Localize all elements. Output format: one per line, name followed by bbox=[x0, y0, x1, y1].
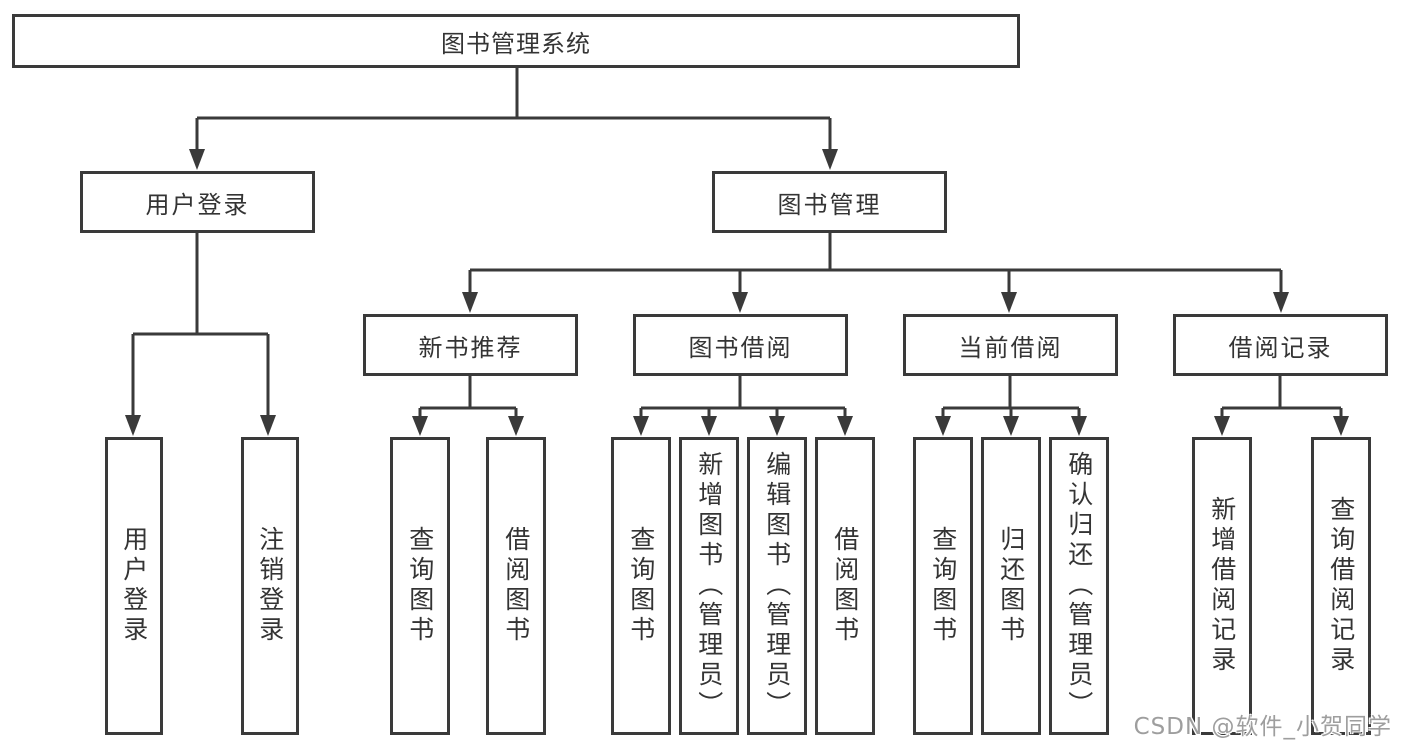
node-label: 用户登录 bbox=[145, 190, 250, 219]
leaf-label: 借阅图书 bbox=[501, 526, 531, 646]
node-book-borrowing: 图书借阅 bbox=[633, 314, 848, 376]
node-label: 图书管理系统 bbox=[441, 29, 591, 58]
leaf-add-borrow-record: 新增借阅记录 bbox=[1192, 437, 1252, 735]
leaf-label: 归还图书 bbox=[996, 526, 1026, 646]
csdn-watermark: CSDN @软件_小贺同学 bbox=[1133, 714, 1392, 740]
leaf-label: 注销登录 bbox=[255, 526, 285, 646]
node-library-management-system: 图书管理系统 bbox=[12, 14, 1020, 68]
leaf-query-books-2: 查询图书 bbox=[611, 437, 671, 735]
leaf-query-books-1: 查询图书 bbox=[390, 437, 450, 735]
leaf-borrow-books-1: 借阅图书 bbox=[486, 437, 546, 735]
leaf-return-books: 归还图书 bbox=[981, 437, 1041, 735]
node-label: 借阅记录 bbox=[1228, 333, 1333, 362]
node-label: 图书借阅 bbox=[688, 333, 793, 362]
node-label: 新书推荐 bbox=[418, 333, 523, 362]
leaf-query-books-3: 查询图书 bbox=[913, 437, 973, 735]
node-borrowing-records: 借阅记录 bbox=[1173, 314, 1388, 376]
leaf-query-borrow-record: 查询借阅记录 bbox=[1311, 437, 1371, 735]
leaf-label: 查询图书 bbox=[928, 526, 958, 646]
leaf-label: 确认归还（管理员） bbox=[1064, 451, 1094, 721]
node-current-borrowing: 当前借阅 bbox=[903, 314, 1118, 376]
leaf-label: 用户登录 bbox=[119, 526, 149, 646]
leaf-label: 查询图书 bbox=[626, 526, 656, 646]
leaf-label: 新增借阅记录 bbox=[1207, 496, 1237, 676]
leaf-borrow-books-2: 借阅图书 bbox=[815, 437, 875, 735]
leaf-edit-books-admin: 编辑图书（管理员） bbox=[747, 437, 807, 735]
leaf-label: 查询图书 bbox=[405, 526, 435, 646]
leaf-label: 新增图书（管理员） bbox=[694, 451, 724, 721]
leaf-add-books-admin: 新增图书（管理员） bbox=[679, 437, 739, 735]
node-label: 当前借阅 bbox=[958, 333, 1063, 362]
leaf-logout: 注销登录 bbox=[241, 437, 299, 735]
node-book-management: 图书管理 bbox=[712, 171, 947, 233]
leaf-confirm-return-admin: 确认归还（管理员） bbox=[1049, 437, 1109, 735]
node-label: 图书管理 bbox=[777, 190, 882, 219]
leaf-label: 借阅图书 bbox=[830, 526, 860, 646]
node-user-login: 用户登录 bbox=[80, 171, 315, 233]
leaf-label: 编辑图书（管理员） bbox=[762, 451, 792, 721]
leaf-label: 查询借阅记录 bbox=[1326, 496, 1356, 676]
leaf-user-login: 用户登录 bbox=[105, 437, 163, 735]
node-new-book-recommendation: 新书推荐 bbox=[363, 314, 578, 376]
